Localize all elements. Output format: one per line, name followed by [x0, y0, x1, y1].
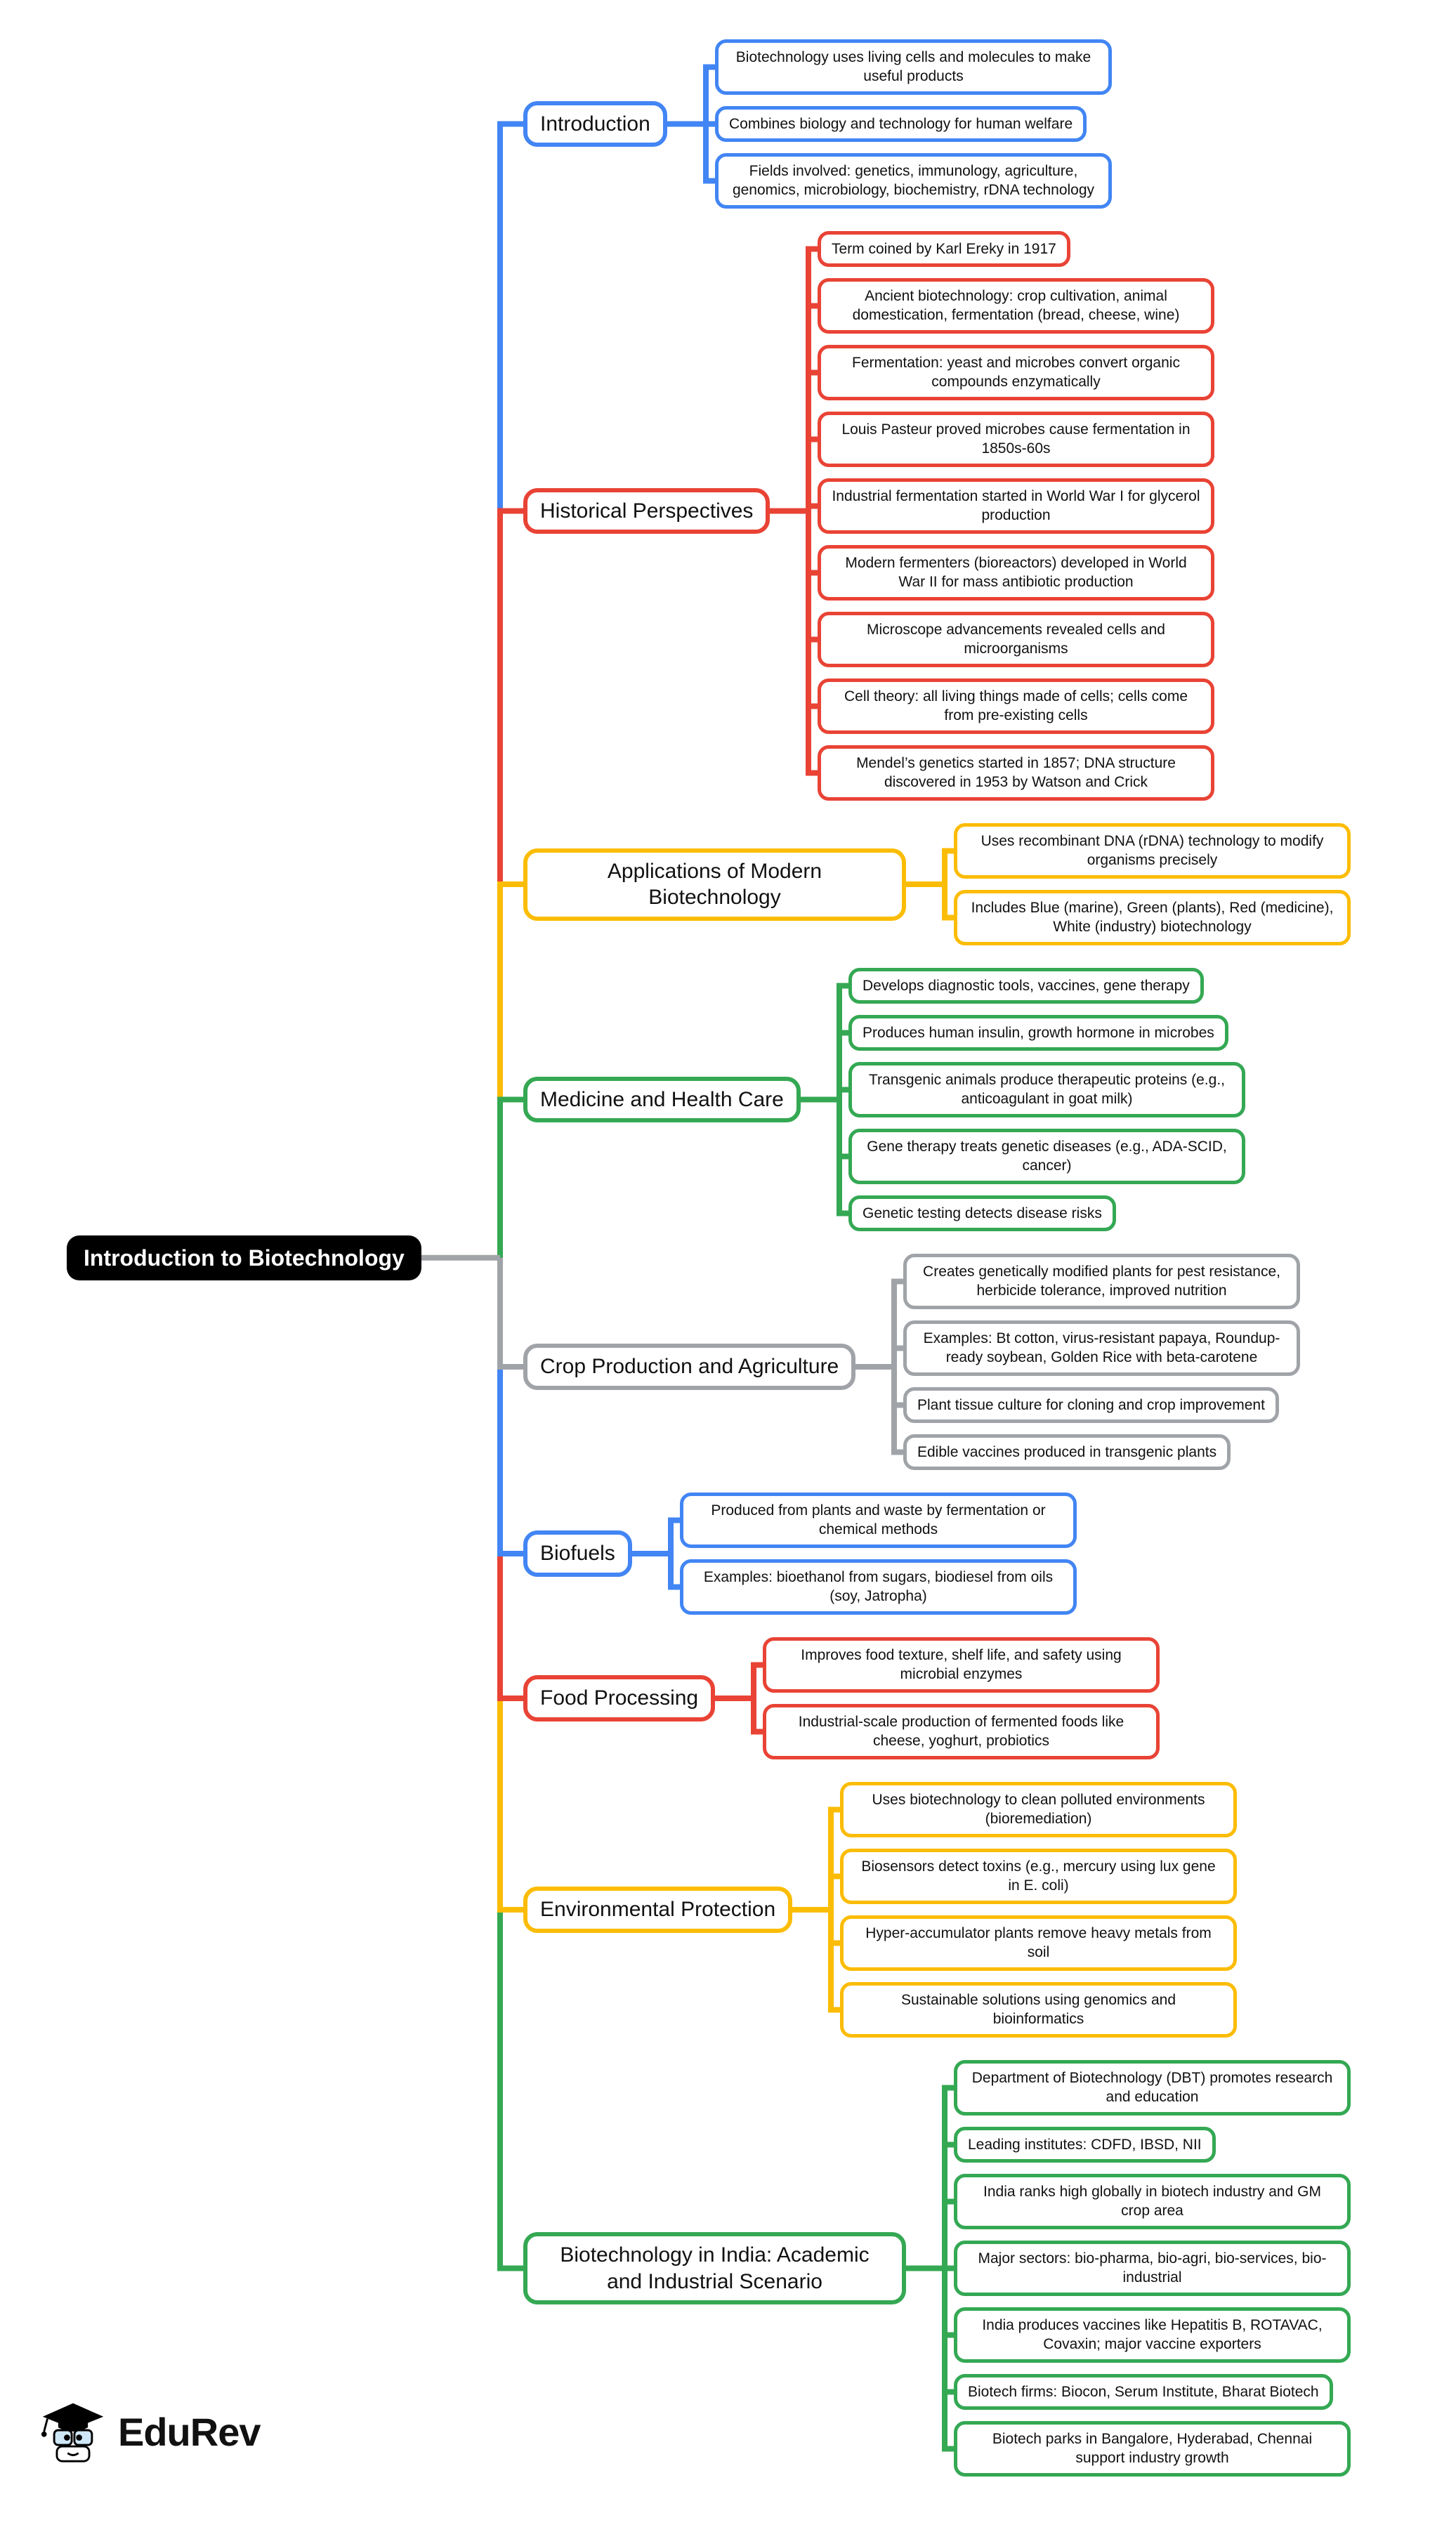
connector-line	[497, 1096, 529, 1258]
connector-line	[497, 881, 529, 1258]
leaf-node: India produces vaccines like Hepatitis B…	[954, 2307, 1351, 2363]
leaf-node: Louis Pasteur proved microbes cause ferm…	[818, 412, 1214, 467]
leaf-node: Biotechnology uses living cells and mole…	[715, 39, 1112, 95]
branch-label-crop-production-and: Crop Production and Agriculture	[523, 1344, 856, 1390]
leaf-node: Biotech parks in Bangalore, Hyderabad, C…	[954, 2421, 1351, 2477]
leaf-node: Edible vaccines produced in transgenic p…	[903, 1434, 1231, 1471]
leaf-node: Major sectors: bio-pharma, bio-agri, bio…	[954, 2241, 1351, 2296]
graduation-cap-mascot-icon	[39, 2396, 107, 2467]
leaf-node: Plant tissue culture for cloning and cro…	[903, 1387, 1279, 1424]
leaf-node: Includes Blue (marine), Green (plants), …	[954, 890, 1351, 945]
edurev-logo: EduRev	[39, 2396, 261, 2467]
leaf-node: Examples: bioethanol from sugars, biodie…	[680, 1559, 1077, 1615]
leaf-node: Produced from plants and waste by fermen…	[680, 1493, 1077, 1548]
leaf-node: Fields involved: genetics, immunology, a…	[715, 153, 1112, 209]
leaf-node: Examples: Bt cotton, virus-resistant pap…	[903, 1320, 1300, 1376]
leaf-node: India ranks high globally in biotech ind…	[954, 2174, 1351, 2229]
leaf-node: Ancient biotechnology: crop cultivation,…	[818, 278, 1214, 334]
leaf-node: Microscope advancements revealed cells a…	[818, 612, 1214, 667]
connector-line	[497, 1257, 529, 1556]
leaf-node: Biosensors detect toxins (e.g., mercury …	[840, 1849, 1237, 1904]
leaf-node: Develops diagnostic tools, vaccines, gen…	[848, 968, 1204, 1004]
leaf-node: Modern fermenters (bioreactors) develope…	[818, 545, 1214, 601]
leaf-node: Industrial fermentation started in World…	[818, 478, 1214, 534]
leaf-node: Hyper-accumulator plants remove heavy me…	[840, 1915, 1237, 1971]
branch-label-biofuels: Biofuels	[523, 1530, 632, 1577]
leaf-node: Term coined by Karl Ereky in 1917	[818, 231, 1070, 268]
branch-label-medicine-and-health: Medicine and Health Care	[523, 1076, 801, 1122]
leaf-node: Transgenic animals produce therapeutic p…	[848, 1062, 1245, 1117]
branch-label-introduction: Introduction	[523, 100, 667, 147]
leaf-node: Gene therapy treats genetic diseases (e.…	[848, 1129, 1245, 1184]
branch-label-food-processing: Food Processing	[523, 1675, 716, 1721]
leaf-node: Uses recombinant DNA (rDNA) technology t…	[954, 823, 1351, 879]
leaf-node: Improves food texture, shelf life, and s…	[763, 1637, 1160, 1693]
branch-label-applications-of-modern: Applications of Modern Biotechnology	[523, 848, 906, 921]
connector-line	[497, 1257, 529, 2271]
leaf-node: Cell theory: all living things made of c…	[818, 678, 1214, 734]
branch-label-environmental-protection: Environmental Protection	[523, 1887, 793, 1933]
leaf-node: Mendel’s genetics started in 1857; DNA s…	[818, 745, 1214, 801]
leaf-node: Biotech firms: Biocon, Serum Institute, …	[954, 2374, 1333, 2411]
brand-name: EduRev	[118, 2410, 261, 2454]
leaf-node: Department of Biotechnology (DBT) promot…	[954, 2060, 1351, 2116]
leaf-node: Industrial-scale production of fermented…	[763, 1704, 1160, 1759]
leaf-node: Leading institutes: CDFD, IBSD, NII	[954, 2127, 1216, 2163]
branch-label-biotechnology-in-india: Biotechnology in India: Academic and Ind…	[523, 2232, 906, 2304]
connector-line	[497, 1257, 529, 1701]
leaf-node: Genetic testing detects disease risks	[848, 1195, 1116, 1232]
leaf-node: Fermentation: yeast and microbes convert…	[818, 345, 1214, 400]
branch-label-historical-perspectives: Historical Perspectives	[523, 487, 770, 534]
leaf-node: Sustainable solutions using genomics and…	[840, 1982, 1237, 2038]
root-node: Introduction to Biotechnology	[67, 1235, 421, 1281]
leaf-node: Creates genetically modified plants for …	[903, 1254, 1300, 1309]
leaf-node: Uses biotechnology to clean polluted env…	[840, 1782, 1237, 1837]
leaf-node: Combines biology and technology for huma…	[715, 106, 1087, 143]
leaf-node: Produces human insulin, growth hormone i…	[848, 1015, 1228, 1051]
